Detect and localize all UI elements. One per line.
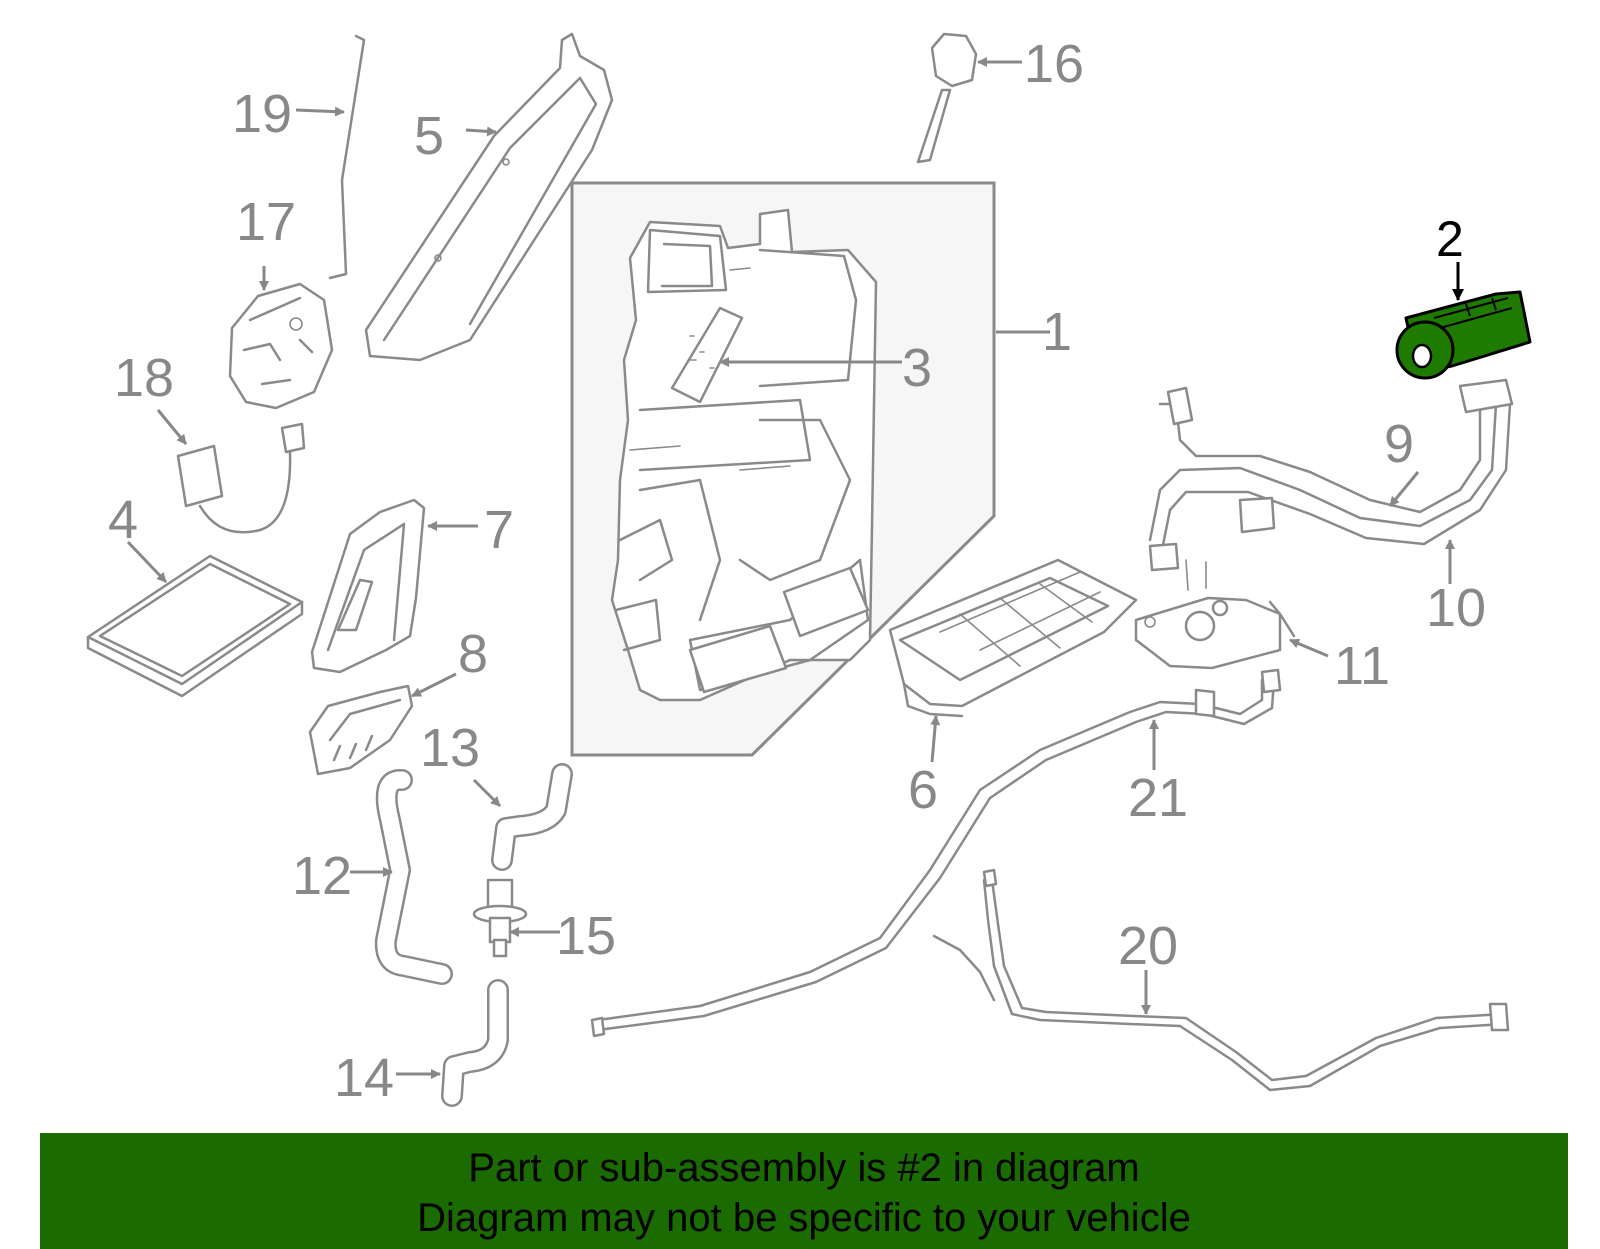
part-13-hose[interactable]	[491, 763, 573, 871]
banner-line-1: Part or sub-assembly is #2 in diagram	[468, 1146, 1140, 1190]
callout-10: 10	[1426, 578, 1486, 638]
callout-17: 17	[236, 192, 296, 252]
callout-14: 14	[334, 1048, 394, 1108]
part-6-airbox[interactable]	[888, 558, 1138, 718]
callout-1: 1	[1042, 302, 1072, 362]
part-12-hose[interactable]	[374, 769, 453, 985]
part-8-actuator[interactable]	[308, 684, 414, 776]
part-18-connector[interactable]	[176, 422, 306, 534]
callout-9: 9	[1384, 414, 1414, 474]
part-5-duct[interactable]	[364, 32, 614, 362]
leader-arrows	[126, 57, 1464, 1079]
part-9-harness[interactable]	[1148, 378, 1514, 591]
callout-19: 19	[232, 84, 292, 144]
callout-8: 8	[458, 624, 488, 684]
callout-11: 11	[1334, 636, 1390, 696]
part-14-hose[interactable]	[441, 979, 509, 1107]
part-19-rod[interactable]	[328, 34, 366, 280]
callout-18: 18	[114, 348, 174, 408]
part-17-actuator[interactable]	[228, 282, 334, 410]
callout-3: 3	[902, 338, 932, 398]
part-16-sensor[interactable]	[916, 32, 978, 164]
callout-12: 12	[292, 846, 352, 906]
callout-2-highlighted[interactable]: 2	[1436, 211, 1464, 267]
callout-4: 4	[108, 490, 138, 550]
callout-20: 20	[1118, 916, 1178, 976]
callout-7: 7	[484, 500, 514, 560]
callout-13: 13	[420, 718, 480, 778]
callout-16: 16	[1024, 34, 1084, 94]
info-banner: Part or sub-assembly is #2 in diagram Di…	[40, 1133, 1568, 1249]
part-15-fitting[interactable]	[472, 878, 528, 958]
part-1-hvac-housing[interactable]	[570, 181, 996, 757]
callout-21: 21	[1128, 768, 1188, 828]
callout-labels: 1 2 3 4 5 6 7 8 9 10 11 12 13 14 15 16 1…	[108, 34, 1486, 1108]
callout-6: 6	[908, 760, 938, 820]
part-11-bracket[interactable]	[1134, 596, 1296, 670]
part-20-harness[interactable]	[932, 868, 1510, 1092]
banner-line-2: Diagram may not be specific to your vehi…	[417, 1196, 1191, 1240]
part-7-door[interactable]	[310, 498, 426, 674]
part-21-harness[interactable]	[590, 668, 1282, 1038]
part-2-highlighted[interactable]	[1395, 290, 1532, 380]
part-4-filter[interactable]	[86, 554, 304, 698]
callout-15: 15	[556, 906, 616, 966]
callout-5: 5	[414, 106, 444, 166]
